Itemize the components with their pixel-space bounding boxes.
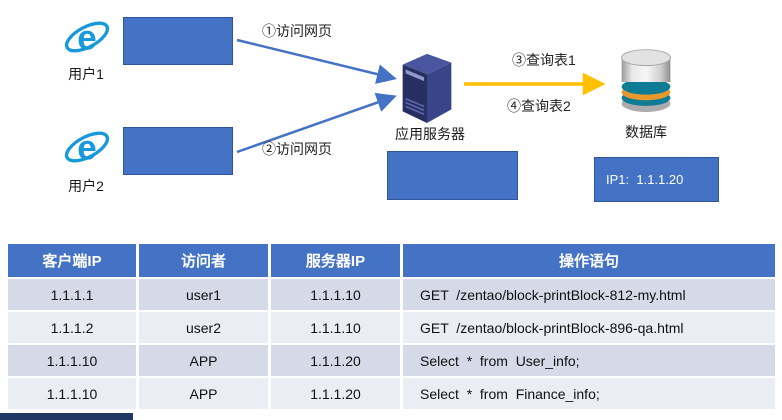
user2-info-box: IP1: 1.1.1.2 账号: User2	[123, 127, 233, 249]
arrow1-label: ①访问网页	[262, 23, 332, 39]
table-cell: APP	[139, 345, 268, 376]
table-cell: APP	[139, 378, 268, 409]
access-log-table: 客户端IP 访问者 服务器IP 操作语句 1.1.1.1 user1 1.1.1…	[8, 244, 775, 409]
server-info-box: IP1: 1.1.1.10 数据库账号: APP	[387, 151, 518, 273]
database-cylinder-icon	[621, 49, 671, 112]
user1-label: 用户1	[68, 66, 104, 82]
arrow4-label: ④查询表2	[507, 98, 571, 114]
table-cell: 1.1.1.20	[271, 345, 400, 376]
table-cell: 1.1.1.2	[8, 312, 136, 343]
table-cell: 1.1.1.10	[8, 378, 136, 409]
database-label: 数据库	[625, 124, 667, 140]
server-label: 应用服务器	[395, 126, 465, 142]
user2-label: 用户2	[68, 178, 104, 194]
user1-ip: IP1: 1.1.1.1	[133, 65, 204, 80]
database-info-box: IP1: 1.1.1.20	[594, 157, 719, 202]
server-ip: IP1: 1.1.1.10	[397, 199, 475, 214]
server-tower-icon	[402, 53, 452, 124]
ie-browser-icon: e	[64, 19, 110, 58]
table-header-client-ip: 客户端IP	[8, 244, 136, 277]
table-header-operation: 操作语句	[403, 244, 775, 277]
table-cell: 1.1.1.10	[271, 279, 400, 310]
table-cell: user2	[139, 312, 268, 343]
table-cell: 1.1.1.10	[271, 312, 400, 343]
table-cell: 1.1.1.1	[8, 279, 136, 310]
arrow-user1-to-server	[236, 38, 397, 84]
table-header-visitor: 访问者	[139, 244, 268, 277]
table-cell-operation: Select * from User_info;	[403, 345, 775, 376]
table-cell-operation: GET /zentao/block-printBlock-896-qa.html	[403, 312, 775, 343]
database-ip: IP1: 1.1.1.20	[606, 171, 684, 187]
ie-browser-icon: e	[64, 129, 110, 168]
table-cell: 1.1.1.10	[8, 345, 136, 376]
table-cell: user1	[139, 279, 268, 310]
table-cell-operation: Select * from Finance_info;	[403, 378, 775, 409]
user2-ip: IP1: 1.1.1.2	[133, 175, 204, 190]
svg-text:e: e	[77, 129, 96, 168]
table-cell: 1.1.1.20	[271, 378, 400, 409]
svg-text:e: e	[77, 19, 96, 58]
arrow3-label: ③查询表1	[512, 52, 576, 68]
table-cell-operation: GET /zentao/block-printBlock-812-my.html	[403, 279, 775, 310]
arrow2-label: ②访问网页	[262, 141, 332, 157]
user1-info-box: IP1: 1.1.1.1 账号: User1	[123, 17, 233, 139]
table-header-server-ip: 服务器IP	[271, 244, 400, 277]
bottom-partial-bar	[0, 413, 133, 420]
